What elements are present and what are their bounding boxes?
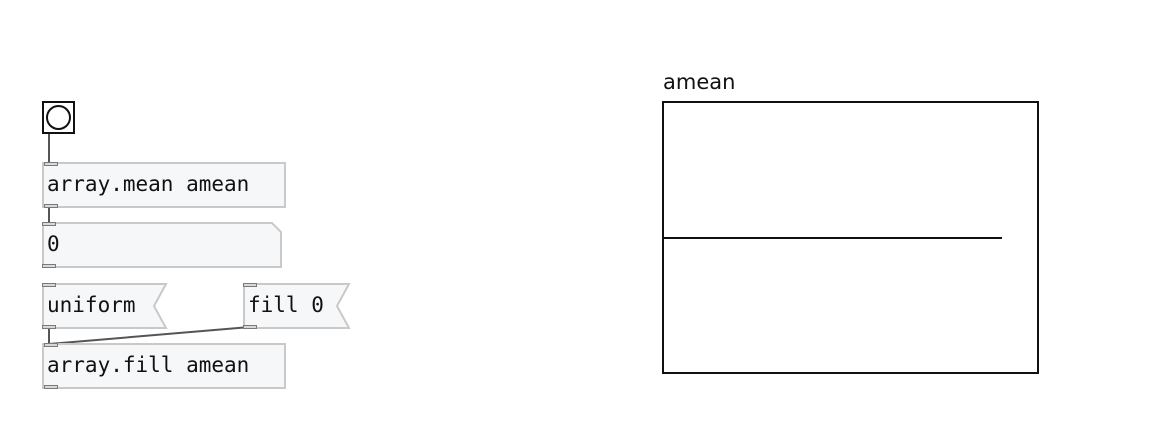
inlet[interactable] [44,343,58,347]
wire-fill0-to-fill[interactable] [48,326,251,345]
bang-circle-icon [46,105,71,130]
number-box-value: 0 [47,232,60,256]
object-array-mean-label: array.mean amean [47,172,250,196]
array-plot-line[interactable] [664,237,1002,239]
outlet[interactable] [44,385,58,389]
bang-button[interactable] [42,101,75,134]
message-uniform-label: uniform [47,293,136,317]
message-fill-0-label: fill 0 [248,293,324,317]
outlet[interactable] [42,264,56,268]
message-fill0-shape [243,283,351,329]
object-array-fill-label: array.fill amean [47,353,250,377]
number-box[interactable]: 0 [42,222,272,268]
message-uniform-shape [42,283,168,329]
message-uniform[interactable]: uniform [42,283,152,329]
inlet[interactable] [42,222,56,226]
inlet[interactable] [243,283,257,287]
message-fill-0[interactable]: fill 0 [243,283,339,329]
outlet[interactable] [243,325,257,329]
inlet[interactable] [44,162,58,166]
object-array-mean[interactable]: array.mean amean [42,162,286,208]
inlet[interactable] [42,283,56,287]
outlet[interactable] [42,325,56,329]
outlet[interactable] [44,204,58,208]
number-box-shape [42,222,282,268]
array-graph-label: amean [663,70,736,94]
array-graph[interactable] [662,101,1039,374]
object-array-fill[interactable]: array.fill amean [42,343,286,389]
